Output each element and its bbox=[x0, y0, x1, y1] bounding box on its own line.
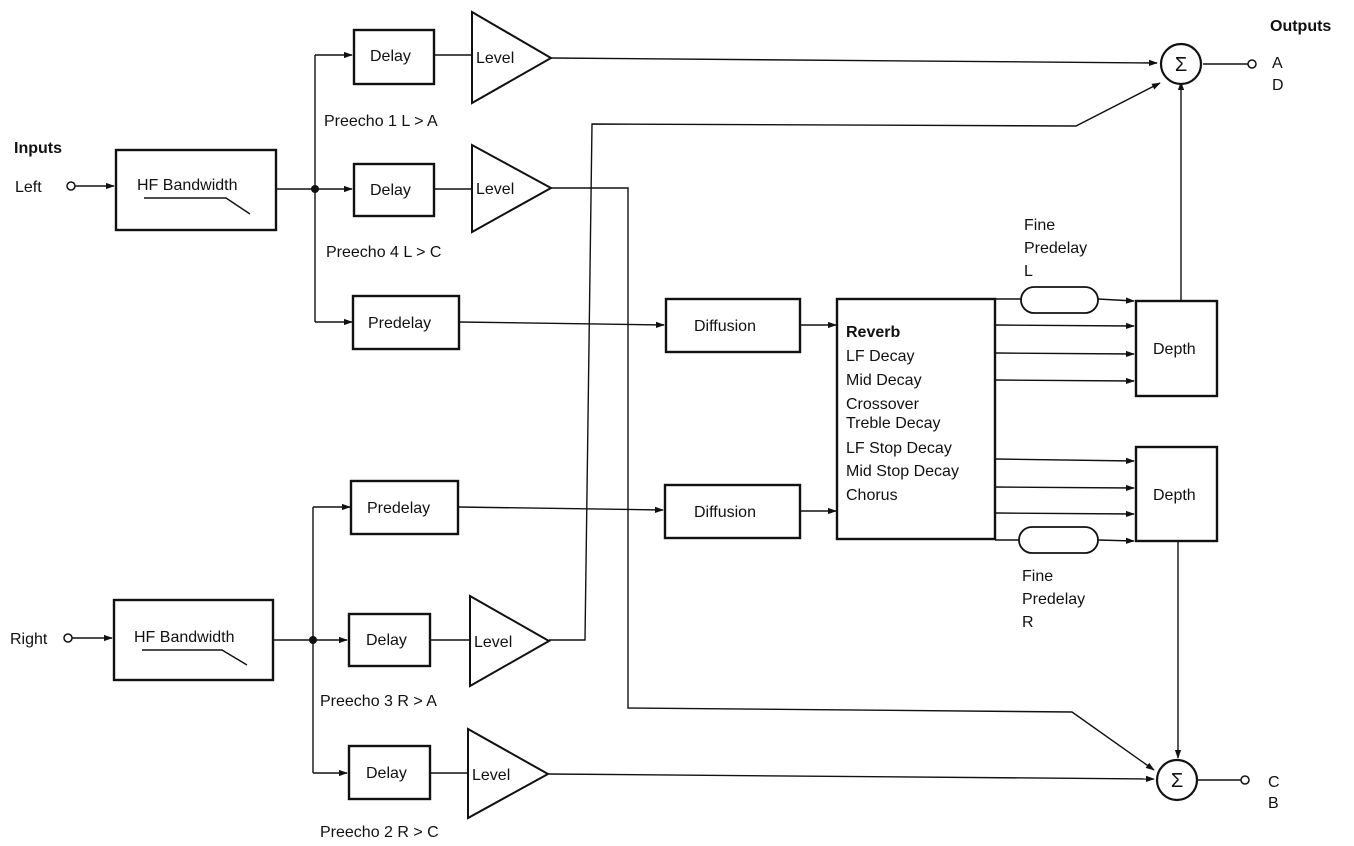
left-input-label: Left bbox=[15, 179, 42, 196]
reverb-param: LF Decay bbox=[846, 348, 914, 365]
level-3-amp: Level bbox=[469, 594, 552, 688]
fine-predelay-left-pill bbox=[1020, 286, 1099, 314]
reverb-title: Reverb bbox=[846, 324, 900, 341]
depth-left-label: Depth bbox=[1153, 341, 1196, 358]
output-port-ad bbox=[1247, 59, 1257, 69]
wire-level2-sumC bbox=[547, 773, 1155, 783]
predelay-right-block: Predelay bbox=[349, 479, 460, 536]
predelay-left-block: Predelay bbox=[351, 294, 461, 351]
depth-right-block: Depth bbox=[1134, 445, 1219, 543]
wire-reverb-depth-l-2 bbox=[994, 350, 1135, 358]
diffusion-left-label: Diffusion bbox=[694, 318, 756, 335]
fine-predelay-right-fine: Fine bbox=[1022, 568, 1053, 585]
level-3-label: Level bbox=[474, 634, 512, 651]
sum-ad-junction: Σ bbox=[1159, 42, 1203, 86]
predelay-right-label: Predelay bbox=[367, 500, 430, 517]
hf-bandwidth-left-block: HF Bandwidth bbox=[114, 148, 278, 232]
wire-reverb-depth-r-2 bbox=[994, 484, 1135, 492]
wire-predelay-l-diffusion bbox=[458, 321, 665, 329]
diffusion-right-label: Diffusion bbox=[694, 504, 756, 521]
input-port-right bbox=[63, 633, 73, 643]
wire-fine-r-depth bbox=[1097, 537, 1135, 544]
preecho-3-label: Preecho 3 R > A bbox=[320, 693, 437, 710]
wire-reverb-depth-r-3 bbox=[994, 510, 1135, 518]
depth-right-label: Depth bbox=[1153, 487, 1196, 504]
lowpass-curve-icon bbox=[142, 649, 248, 666]
output-c-label: C bbox=[1268, 774, 1280, 791]
depth-left-block: Depth bbox=[1134, 299, 1219, 398]
preecho-1-label: Preecho 1 L > A bbox=[324, 113, 438, 130]
wire-level1-sumA bbox=[550, 57, 1158, 67]
fine-predelay-right-channel: R bbox=[1022, 614, 1034, 631]
fine-predelay-left-channel: L bbox=[1024, 263, 1033, 280]
delay-1-block: Delay bbox=[352, 28, 436, 86]
inputs-heading: Inputs bbox=[14, 140, 62, 157]
wire-predelay-r-diffusion bbox=[457, 506, 664, 514]
preecho-2-label: Preecho 2 R > C bbox=[320, 824, 439, 841]
reverb-block: Reverb LF Decay Mid Decay Crossover Treb… bbox=[835, 297, 997, 541]
right-input-label: Right bbox=[10, 631, 48, 648]
wire-fine-l-depth bbox=[1097, 297, 1135, 304]
delay-4-label: Delay bbox=[370, 182, 411, 199]
fine-predelay-right-pill bbox=[1018, 526, 1099, 554]
wire-reverb-depth-l-1 bbox=[994, 322, 1135, 330]
hf-bandwidth-right-label: HF Bandwidth bbox=[134, 629, 235, 646]
reverb-param: Chorus bbox=[846, 487, 898, 504]
delay-2-block: Delay bbox=[347, 744, 432, 801]
reverb-param: Mid Stop Decay bbox=[846, 463, 959, 480]
delay-3-label: Delay bbox=[366, 632, 407, 649]
wire-reverb-depth-r-1 bbox=[994, 457, 1135, 465]
wire-level3-sumA bbox=[549, 82, 1161, 641]
delay-2-label: Delay bbox=[366, 765, 407, 782]
level-4-label: Level bbox=[476, 181, 514, 198]
sum-cb-junction: Σ bbox=[1155, 758, 1199, 802]
level-2-label: Level bbox=[472, 767, 510, 784]
connections bbox=[72, 51, 1248, 783]
reverb-param: Treble Decay bbox=[846, 415, 941, 432]
hf-bandwidth-left-label: HF Bandwidth bbox=[137, 177, 238, 194]
outputs-heading: Outputs bbox=[1270, 18, 1331, 35]
diffusion-left-block: Diffusion bbox=[664, 297, 802, 354]
fine-predelay-left-predelay: Predelay bbox=[1024, 240, 1087, 257]
output-port-cb bbox=[1240, 775, 1250, 785]
output-a-label: A bbox=[1272, 55, 1283, 72]
delay-4-block: Delay bbox=[352, 162, 436, 218]
level-2-amp: Level bbox=[467, 727, 551, 820]
predelay-left-label: Predelay bbox=[368, 315, 431, 332]
level-1-amp: Level bbox=[471, 10, 554, 105]
junction-right bbox=[309, 636, 317, 644]
input-port-left bbox=[66, 181, 76, 191]
diffusion-right-block: Diffusion bbox=[663, 483, 802, 540]
delay-3-block: Delay bbox=[347, 612, 432, 668]
reverb-param: LF Stop Decay bbox=[846, 440, 952, 457]
sigma-icon: Σ bbox=[1175, 54, 1187, 76]
wire-level4-sumC bbox=[551, 187, 1155, 771]
delay-1-label: Delay bbox=[370, 48, 411, 65]
lowpass-curve-icon bbox=[144, 197, 251, 215]
level-4-amp: Level bbox=[471, 143, 554, 234]
fine-predelay-right-predelay: Predelay bbox=[1022, 591, 1085, 608]
reverb-param: Mid Decay bbox=[846, 372, 922, 389]
fine-predelay-left-fine: Fine bbox=[1024, 217, 1055, 234]
output-d-label: D bbox=[1272, 77, 1284, 94]
output-b-label: B bbox=[1268, 795, 1279, 812]
wire-reverb-depth-l-3 bbox=[994, 377, 1135, 385]
preecho-4-label: Preecho 4 L > C bbox=[326, 244, 441, 261]
junction-left bbox=[311, 185, 319, 193]
hf-bandwidth-right-block: HF Bandwidth bbox=[112, 598, 275, 682]
reverb-param: Crossover bbox=[846, 396, 920, 413]
sigma-icon: Σ bbox=[1171, 770, 1183, 792]
level-1-label: Level bbox=[476, 50, 514, 67]
